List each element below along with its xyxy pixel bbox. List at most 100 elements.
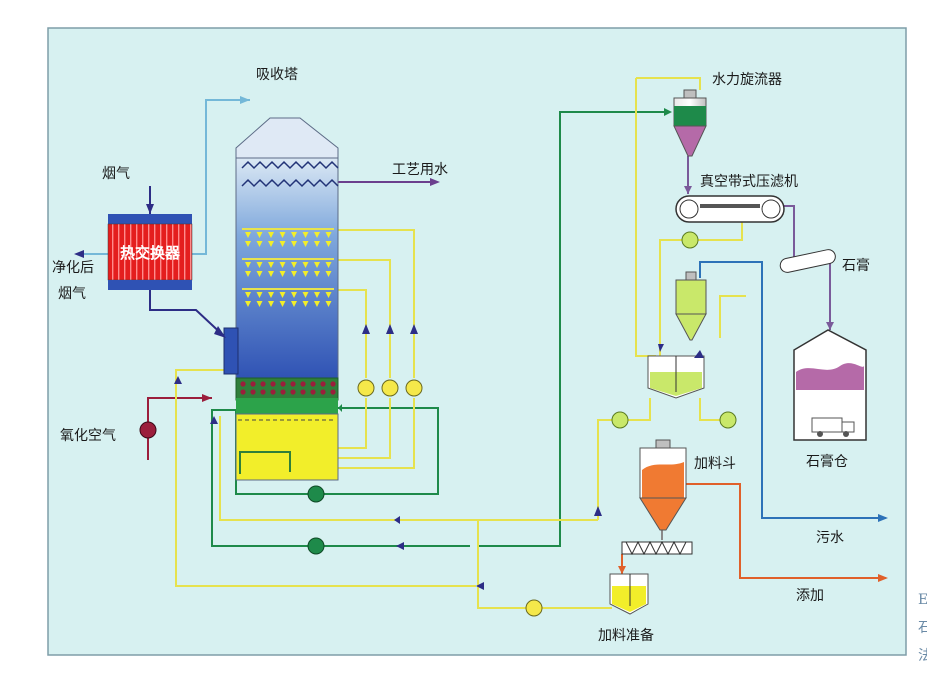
feed-pump <box>525 599 543 617</box>
secondary-cyclone <box>675 271 707 341</box>
flue-gas-label: 烟气 <box>102 166 130 182</box>
filtrate-pipe <box>219 416 598 521</box>
spray-cone <box>256 262 263 268</box>
mist-eliminator-1 <box>241 160 339 170</box>
gypsum-transfer-pipe <box>784 205 795 262</box>
spray-cone <box>256 271 263 277</box>
screw-feeder <box>621 540 693 556</box>
spray-line-3 <box>336 289 367 378</box>
air-hole <box>320 381 326 387</box>
air-hole <box>290 381 296 387</box>
air-hole <box>300 381 306 387</box>
oxidation-zone <box>235 377 339 401</box>
edge-text-3: 法 <box>918 648 927 664</box>
absorber-label: 吸收塔 <box>256 67 298 83</box>
clean-gas-pipe <box>192 99 250 255</box>
air-hole <box>240 381 246 387</box>
air-hole <box>270 381 276 387</box>
spray-cone <box>279 271 286 277</box>
edge-text-2: 石 <box>918 620 927 636</box>
air-hole <box>310 381 316 387</box>
spray-cone <box>245 232 251 238</box>
spray-cone <box>268 292 274 298</box>
spray-cone <box>302 301 309 307</box>
spray-cone <box>279 241 286 247</box>
spray-cone <box>279 232 286 238</box>
heat-exchanger-label: 热交换器 <box>120 244 181 262</box>
air-hole <box>250 381 256 387</box>
oxidation-air-label: 氧化空气 <box>60 428 116 444</box>
gypsum-label: 石膏 <box>842 257 870 274</box>
pump-return-3 <box>336 398 367 449</box>
air-hole <box>250 389 256 395</box>
spray-cone <box>302 262 309 268</box>
filtrate-tank <box>647 355 705 399</box>
absorber-inlet-pipe <box>149 290 227 339</box>
spray-cone <box>245 292 251 298</box>
air-hole <box>290 389 296 395</box>
spray-cone <box>325 262 332 268</box>
wastewater-pipe <box>699 261 886 519</box>
hydrocyclone-label: 水力旋流器 <box>712 72 782 88</box>
air-hole <box>330 381 336 387</box>
spray-cone <box>291 271 297 277</box>
spray-line-2 <box>336 259 391 378</box>
spray-cone <box>302 271 309 277</box>
gypsum-conveyor <box>779 249 836 273</box>
wastewater-label: 污水 <box>816 530 844 546</box>
feed-return-pipe <box>175 369 476 587</box>
air-hole <box>270 389 276 395</box>
pump-return-2 <box>336 398 391 459</box>
spray-cone <box>268 271 274 277</box>
filtrate-collect-pipe-2 <box>699 398 728 421</box>
gypsum-silo-label: 石膏仓 <box>806 453 848 470</box>
air-hole <box>310 389 316 395</box>
spray-cone <box>291 232 297 238</box>
recirc-pump-b <box>307 537 325 555</box>
spray-cone <box>256 301 263 307</box>
spray-cone <box>279 301 286 307</box>
spray-cone <box>325 292 332 298</box>
gas-inlet-duct <box>223 327 239 375</box>
spray-cone <box>314 241 320 247</box>
spray-cone <box>325 241 332 247</box>
recirc-pump-a <box>307 485 325 503</box>
spray-cone <box>268 232 274 238</box>
spray-cone <box>256 241 263 247</box>
air-hole <box>280 381 286 387</box>
spray-cone <box>245 241 251 247</box>
air-hole <box>300 389 306 395</box>
thickener-underflow-pipe <box>719 295 746 338</box>
spray-pump-1 <box>357 379 375 397</box>
belt-filter-label: 真空带式压滤机 <box>700 174 798 190</box>
filtrate-pump-b <box>719 411 737 429</box>
feed-hopper-label: 加料斗 <box>694 456 736 472</box>
spray-cone <box>302 232 309 238</box>
spray-cones <box>245 232 332 307</box>
spray-cone <box>245 301 251 307</box>
recirc-loop-b <box>211 409 470 547</box>
spray-cone <box>325 301 332 307</box>
clean-gas-label-2: 烟气 <box>58 286 86 302</box>
hydrocyclone <box>673 89 707 157</box>
air-hole <box>240 389 246 395</box>
filtrate-pump-a <box>611 411 629 429</box>
air-hole <box>330 389 336 395</box>
spray-cone <box>291 292 297 298</box>
process-water-label: 工艺用水 <box>392 162 448 178</box>
spray-cone <box>279 292 286 298</box>
heat-exchanger: 热交换器 <box>107 214 193 290</box>
cyclone-top-pipe <box>636 77 701 90</box>
sump-agitator <box>239 451 291 474</box>
spray-cone <box>314 292 320 298</box>
air-hole <box>260 389 266 395</box>
spray-cone <box>256 232 263 238</box>
gypsum-silo <box>793 329 867 441</box>
spray-cone <box>302 241 309 247</box>
spray-cone <box>256 292 263 298</box>
oxidation-zone-band <box>236 398 338 414</box>
air-sparger-holes <box>240 381 336 395</box>
oxidation-air-pipe <box>147 397 212 460</box>
air-hole <box>260 381 266 387</box>
